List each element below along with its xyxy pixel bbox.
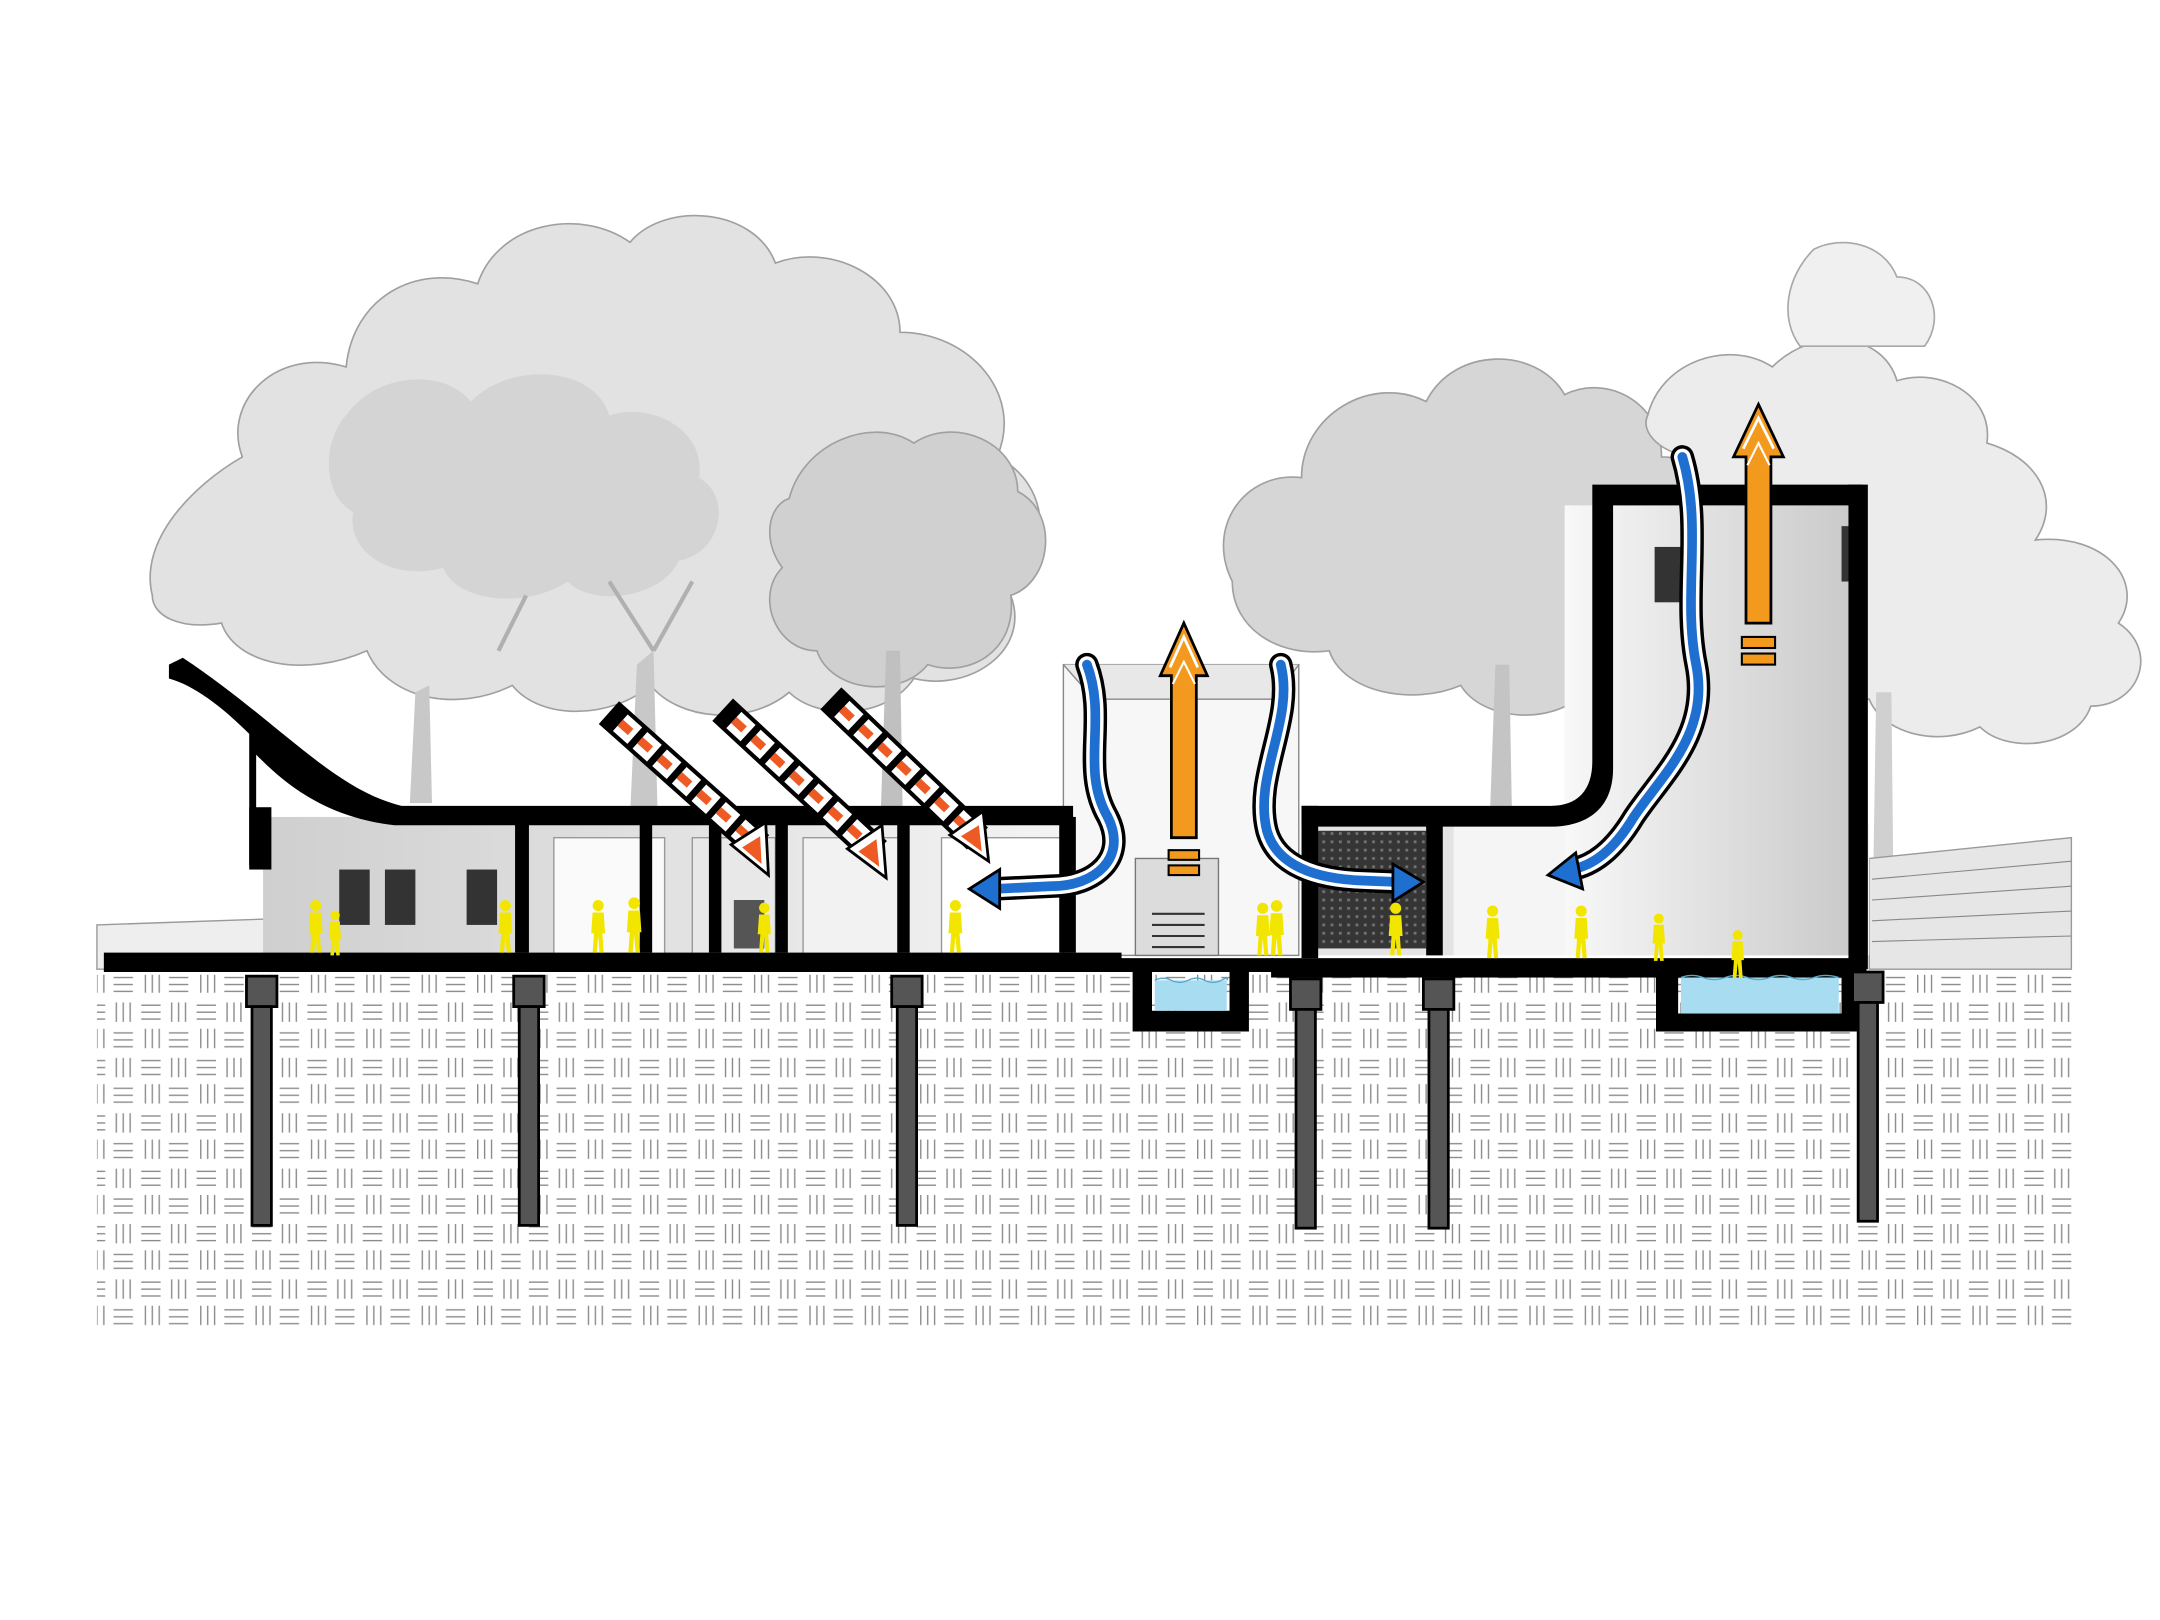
- warm-air-arrow-icon: [1731, 401, 1786, 666]
- person-icon: [1652, 913, 1665, 961]
- person-icon: [1731, 930, 1744, 978]
- left-floor-slab: [103, 952, 1122, 972]
- person-icon: [1269, 900, 1284, 956]
- person-icon: [1255, 902, 1270, 956]
- cool-air-arrow-icon: [1252, 652, 1427, 904]
- pile-icon: [250, 1005, 273, 1227]
- tree-icon: [768, 431, 1047, 817]
- solar-gain-arrows: [598, 687, 991, 881]
- pile-icon: [512, 974, 546, 1008]
- water-pool-icon: [1154, 980, 1227, 1011]
- people: [308, 897, 1744, 978]
- left-wing-interior: [263, 816, 1074, 957]
- solar-arrow-icon: [820, 687, 991, 865]
- right-pool-cut: [1656, 969, 1863, 1032]
- pile-icon: [1294, 1008, 1317, 1230]
- person-icon: [308, 900, 323, 953]
- cool-air-arrow-icon: [1545, 445, 1711, 892]
- solar-arrow-icon: [598, 701, 771, 879]
- person-icon: [626, 897, 642, 953]
- warm-air-flows: [1158, 401, 1786, 877]
- pile-icon: [895, 1005, 918, 1227]
- person-icon: [1574, 905, 1589, 959]
- pile-icon: [1856, 1001, 1879, 1223]
- right-floor-slab: [1271, 958, 1867, 978]
- cool-air-flows: [966, 445, 1711, 911]
- warm-air-arrow-icon: [1158, 619, 1210, 877]
- pile-icon: [890, 974, 924, 1008]
- person-icon: [1485, 905, 1500, 959]
- pile-icon: [1289, 977, 1323, 1011]
- person-icon: [329, 910, 341, 956]
- water: [1154, 974, 1839, 1014]
- ground: [96, 836, 2073, 1327]
- person-icon: [757, 902, 771, 953]
- water-pool-icon: [1680, 977, 1839, 1014]
- pile-icon: [1427, 1008, 1450, 1230]
- person-icon: [948, 900, 963, 953]
- person-icon: [591, 900, 606, 953]
- soil-section: [96, 974, 2072, 1327]
- pile-icon: [1851, 970, 1885, 1004]
- person-icon: [498, 900, 513, 953]
- piles: [245, 970, 1885, 1230]
- solar-arrow-icon: [712, 698, 888, 881]
- pile-icon: [245, 974, 279, 1008]
- person-icon: [1388, 902, 1403, 956]
- cool-air-arrow-icon: [966, 652, 1126, 911]
- pile-icon: [517, 1005, 540, 1227]
- pile-icon: [1422, 977, 1456, 1011]
- centre-pool-cut: [1132, 969, 1249, 1032]
